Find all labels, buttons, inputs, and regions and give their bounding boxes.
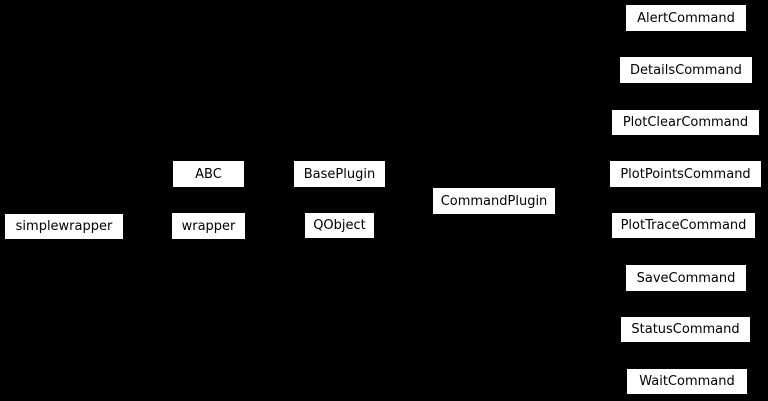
- node-plotclearcommand[interactable]: PlotClearCommand: [611, 109, 760, 136]
- node-wrapper[interactable]: wrapper: [171, 212, 246, 240]
- node-abc[interactable]: ABC: [172, 160, 245, 188]
- node-baseplugin[interactable]: BasePlugin: [293, 160, 386, 188]
- node-statuscommand[interactable]: StatusCommand: [620, 316, 751, 343]
- node-qobject[interactable]: QObject: [304, 212, 375, 239]
- node-detailscommand[interactable]: DetailsCommand: [619, 56, 753, 84]
- node-savecommand[interactable]: SaveCommand: [625, 264, 747, 292]
- node-plotpointscommand[interactable]: PlotPointsCommand: [609, 160, 762, 188]
- node-plottracecommand[interactable]: PlotTraceCommand: [611, 212, 756, 239]
- node-simplewrapper[interactable]: simplewrapper: [4, 213, 124, 240]
- node-commandplugin[interactable]: CommandPlugin: [432, 187, 556, 215]
- node-waitcommand[interactable]: WaitCommand: [626, 368, 748, 395]
- node-alertcommand[interactable]: AlertCommand: [625, 4, 747, 32]
